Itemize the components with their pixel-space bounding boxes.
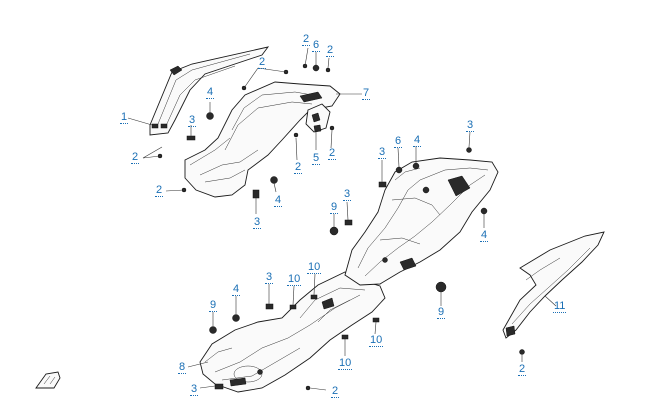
part-5-6-bracket [305,103,331,133]
callout-10[interactable]: 10 [369,334,384,347]
callout-3[interactable]: 3 [190,383,199,396]
callout-5[interactable]: 5 [312,152,321,165]
callout-9[interactable]: 9 [437,306,446,319]
callout-3[interactable]: 3 [188,114,197,127]
callout-4[interactable]: 4 [413,134,422,147]
callout-10[interactable]: 10 [307,261,322,274]
callout-3[interactable]: 3 [378,146,387,159]
callout-9[interactable]: 9 [209,299,218,312]
callout-3[interactable]: 3 [343,188,352,201]
front-direction-arrow-icon [35,371,61,389]
callout-1[interactable]: 1 [120,111,129,124]
part-11-side-panel [502,231,605,339]
part-rear-subframe [344,157,499,286]
callout-2[interactable]: 2 [258,56,267,69]
callout-10[interactable]: 10 [287,273,302,286]
callout-2[interactable]: 2 [328,147,337,160]
leader-lines [127,47,557,391]
callout-4[interactable]: 4 [232,283,241,296]
hardware-fasteners [157,63,525,391]
callout-4[interactable]: 4 [206,86,215,99]
part-8-under-tray [199,271,386,393]
callout-2[interactable]: 2 [331,385,340,398]
callout-2[interactable]: 2 [302,33,311,46]
part-1-side-cover [149,46,270,136]
callout-2[interactable]: 2 [131,151,140,164]
callout-2[interactable]: 2 [294,161,303,174]
callout-3[interactable]: 3 [253,216,262,229]
callout-2[interactable]: 2 [518,363,527,376]
callout-2[interactable]: 2 [155,184,164,197]
part-7-tail-frame-cover [184,81,341,198]
callout-4[interactable]: 4 [480,229,489,242]
callout-10[interactable]: 10 [338,357,353,370]
callout-3[interactable]: 3 [466,119,475,132]
callout-9[interactable]: 9 [330,201,339,214]
callout-11[interactable]: 11 [553,300,567,313]
callout-8[interactable]: 8 [178,361,187,374]
callout-6[interactable]: 6 [394,135,403,148]
callout-3[interactable]: 3 [265,271,274,284]
callout-7[interactable]: 7 [362,87,371,100]
callout-2[interactable]: 2 [326,44,335,57]
callout-4[interactable]: 4 [274,194,283,207]
callout-6[interactable]: 6 [312,39,321,52]
